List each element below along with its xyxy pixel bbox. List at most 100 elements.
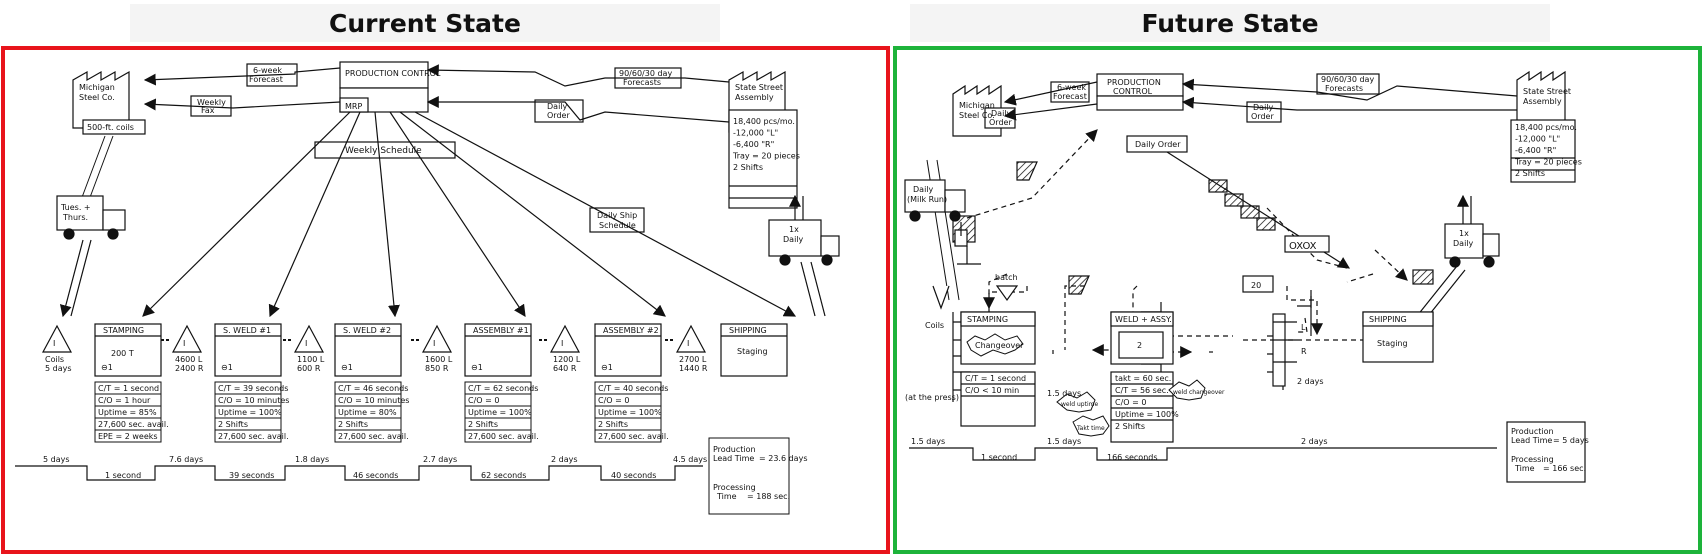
weekly-schedule-box (314, 141, 456, 159)
data-line: C/T = 1 second (98, 384, 159, 393)
data-line: 2 Shifts (218, 420, 248, 429)
data-line: C/O = 10 minutes (218, 396, 289, 405)
customer-data-line: 18,400 pcs/mo. (733, 117, 795, 126)
inventory-triangle-icon (293, 324, 325, 353)
customer-data-line: 2 Shifts (733, 163, 763, 172)
inventory-right: 850 R (425, 364, 449, 373)
process-box (214, 323, 282, 377)
data-line: 27,600 sec. avail. (98, 420, 169, 429)
future-tl-sec-0: 1 second (981, 453, 1017, 462)
future-customer-factory-icon (1516, 70, 1566, 125)
customer-data-line: -6,400 "R" (733, 140, 774, 149)
inventory-left: 2700 L (679, 355, 707, 364)
future-stamping-name: STAMPING (967, 315, 1008, 324)
future-shipping-name: SHIPPING (1369, 315, 1407, 324)
data-line: C/O = 1 hour (98, 396, 151, 405)
inventory-i: I (433, 339, 435, 348)
data-line: C/T = 46 seconds (338, 384, 408, 393)
future-state-title: Future State (910, 4, 1550, 42)
data-line: Uptime = 100% (468, 408, 532, 417)
operator-count: ⊖1 (101, 363, 113, 372)
customer-data-line: 2 Shifts (1515, 169, 1545, 178)
inventory-i: I (53, 339, 55, 348)
future-customer-data: 18,400 pcs/mo.-12,000 "L"-6,400 "R"Tray … (1514, 123, 1582, 178)
timeline-path (15, 465, 703, 481)
inventory-i: I (183, 339, 185, 348)
production-control-label: PRODUCTION CONTROL (345, 69, 441, 78)
mrp-box (339, 97, 369, 113)
mrp-label: MRP (345, 102, 362, 111)
burst-3: Takt time (1076, 425, 1105, 432)
future-lead-time-value: = 5 days (1553, 436, 1589, 445)
processing-value: = 188 sec. (747, 492, 790, 501)
timeline-days: 4.5 days (673, 455, 707, 464)
process-detail: Staging (737, 347, 768, 356)
operator-count: ⊖1 (221, 363, 233, 372)
timeline-days: 1.8 days (295, 455, 329, 464)
timeline-days: 7.6 days (169, 455, 203, 464)
timeline-days: 2 days (551, 455, 578, 464)
market-days: 2 days (1297, 377, 1324, 386)
weekly-schedule: Weekly Schedule (345, 146, 422, 156)
process-name: SHIPPING (729, 326, 767, 335)
future-weld-name: WELD + ASSY. (1115, 315, 1172, 324)
timeline-days: 2.7 days (423, 455, 457, 464)
process-box (594, 323, 662, 377)
timeline-days: 5 days (43, 455, 70, 464)
inventory-triangle-icon (675, 324, 707, 353)
timeline-seconds: 62 seconds (481, 471, 526, 480)
data-line: 27,600 sec. avail. (218, 432, 289, 441)
future-weld-uptime: Uptime = 100% (1115, 410, 1179, 419)
future-stamping-data (960, 371, 1036, 427)
future-truck-in-label: Daily(Milk Run) (907, 185, 947, 204)
process-box (464, 323, 532, 377)
process-detail: 200 T (111, 349, 134, 358)
process-name: STAMPING (103, 326, 144, 335)
inventory-left: 1600 L (425, 355, 453, 364)
customer-data-line: Tray = 20 pieces (1514, 158, 1582, 167)
future-shipping-detail: Staging (1377, 339, 1408, 348)
inventory-right: 600 R (297, 364, 321, 373)
data-line: 2 Shifts (598, 420, 628, 429)
supplier-factory-icon (72, 70, 130, 129)
data-box (214, 381, 282, 443)
inventory-i: I (687, 339, 689, 348)
current-timeline: 5 days 7.6 days 1.8 days 2.7 days 2 days 4.5 … (15, 455, 707, 481)
market-r: R (1301, 347, 1307, 356)
process-name: ASSEMBLY #2 (603, 326, 659, 335)
customer-data-line: -12,000 "L" (733, 129, 778, 138)
burst-1: weld uptime (1061, 401, 1098, 408)
lead-time-box (708, 437, 790, 515)
future-weld-shifts: 2 Shifts (1115, 422, 1145, 431)
inventory-left: 1200 L (553, 355, 581, 364)
future-customer-data-box (1510, 119, 1576, 183)
burst-2: weld changeover (1173, 389, 1225, 396)
future-tl-sec-1: 166 seconds (1107, 453, 1158, 462)
supplier-note: 500-ft. coils (87, 123, 134, 132)
raw-inventory-label: Coils (45, 355, 64, 364)
market-l: L (1301, 323, 1306, 332)
timeline-seconds: 1 second (105, 471, 141, 480)
inventory-triangle-icon (549, 324, 581, 353)
data-line: Uptime = 100% (598, 408, 662, 417)
customer-data: 18,400 pcs/mo.-12,000 "L"-6,400 "R"Tray … (732, 117, 800, 172)
kanban-post-count: 20 (1251, 281, 1261, 290)
data-line: C/O = 0 (468, 396, 499, 405)
data-line: EPE = 2 weeks (98, 432, 158, 441)
customer-data-line: 18,400 pcs/mo. (1515, 123, 1577, 132)
data-box (594, 381, 662, 443)
leveling-box-label: OXOX (1289, 241, 1317, 252)
truck-out-icon (768, 219, 822, 257)
data-line: 2 Shifts (338, 420, 368, 429)
